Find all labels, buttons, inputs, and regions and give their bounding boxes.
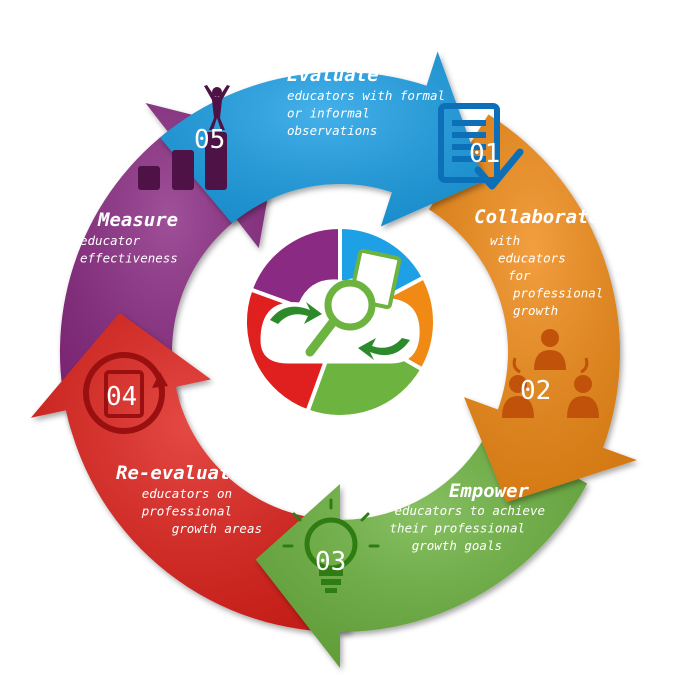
step-labels: 01 Evaluate educators with formal or inform… (80, 64, 603, 577)
step-description-line: educators to achieve (394, 503, 545, 518)
step-description-line: educators (498, 251, 566, 266)
step-number: 02 (520, 376, 551, 406)
center-emblem (242, 224, 438, 420)
step-number: 05 (194, 125, 225, 155)
step-description-line: with (490, 233, 520, 248)
lightbulb-icon (282, 498, 380, 593)
step-description-line: for (508, 268, 531, 283)
step-description-line: professional (512, 286, 603, 301)
bar-chart-success-icon (138, 85, 230, 190)
step-label-02: 02 Collaborate with educators for professiona… (474, 206, 603, 406)
step-title: Re-evaluate (116, 462, 242, 484)
step-description-line: professional (141, 504, 232, 519)
magnifier-cycle-icon (260, 248, 420, 364)
step-arrow-01 (160, 51, 485, 227)
step-description-line: observations (287, 123, 377, 138)
step-description-line: educator (80, 233, 141, 248)
step-icons (83, 85, 599, 593)
step-number: 03 (315, 547, 346, 577)
step-number: 04 (106, 382, 137, 412)
step-description-line: growth areas (172, 521, 262, 536)
document-check-icon (438, 103, 524, 190)
team-collaboration-icon (502, 329, 599, 418)
step-description-line: growth (513, 303, 558, 318)
step-description-line: growth goals (412, 538, 502, 553)
step-description-line: or informal (287, 106, 370, 121)
cycle-ring (30, 51, 637, 668)
step-title: Measure (97, 209, 178, 231)
step-title: Evaluate (287, 64, 379, 86)
step-description-line: effectiveness (80, 251, 178, 266)
arrow-shading (160, 51, 485, 227)
step-title: Empower (449, 480, 530, 502)
step-label-01: 01 Evaluate educators with formal or inform… (287, 64, 500, 169)
step-description-line: their professional (390, 521, 525, 536)
document-refresh-icon (83, 352, 168, 434)
step-title: Collaborate (474, 206, 600, 228)
step-description-line: educators on (142, 486, 232, 501)
step-description-line: educators with formal (287, 88, 445, 103)
step-number: 01 (469, 139, 500, 169)
